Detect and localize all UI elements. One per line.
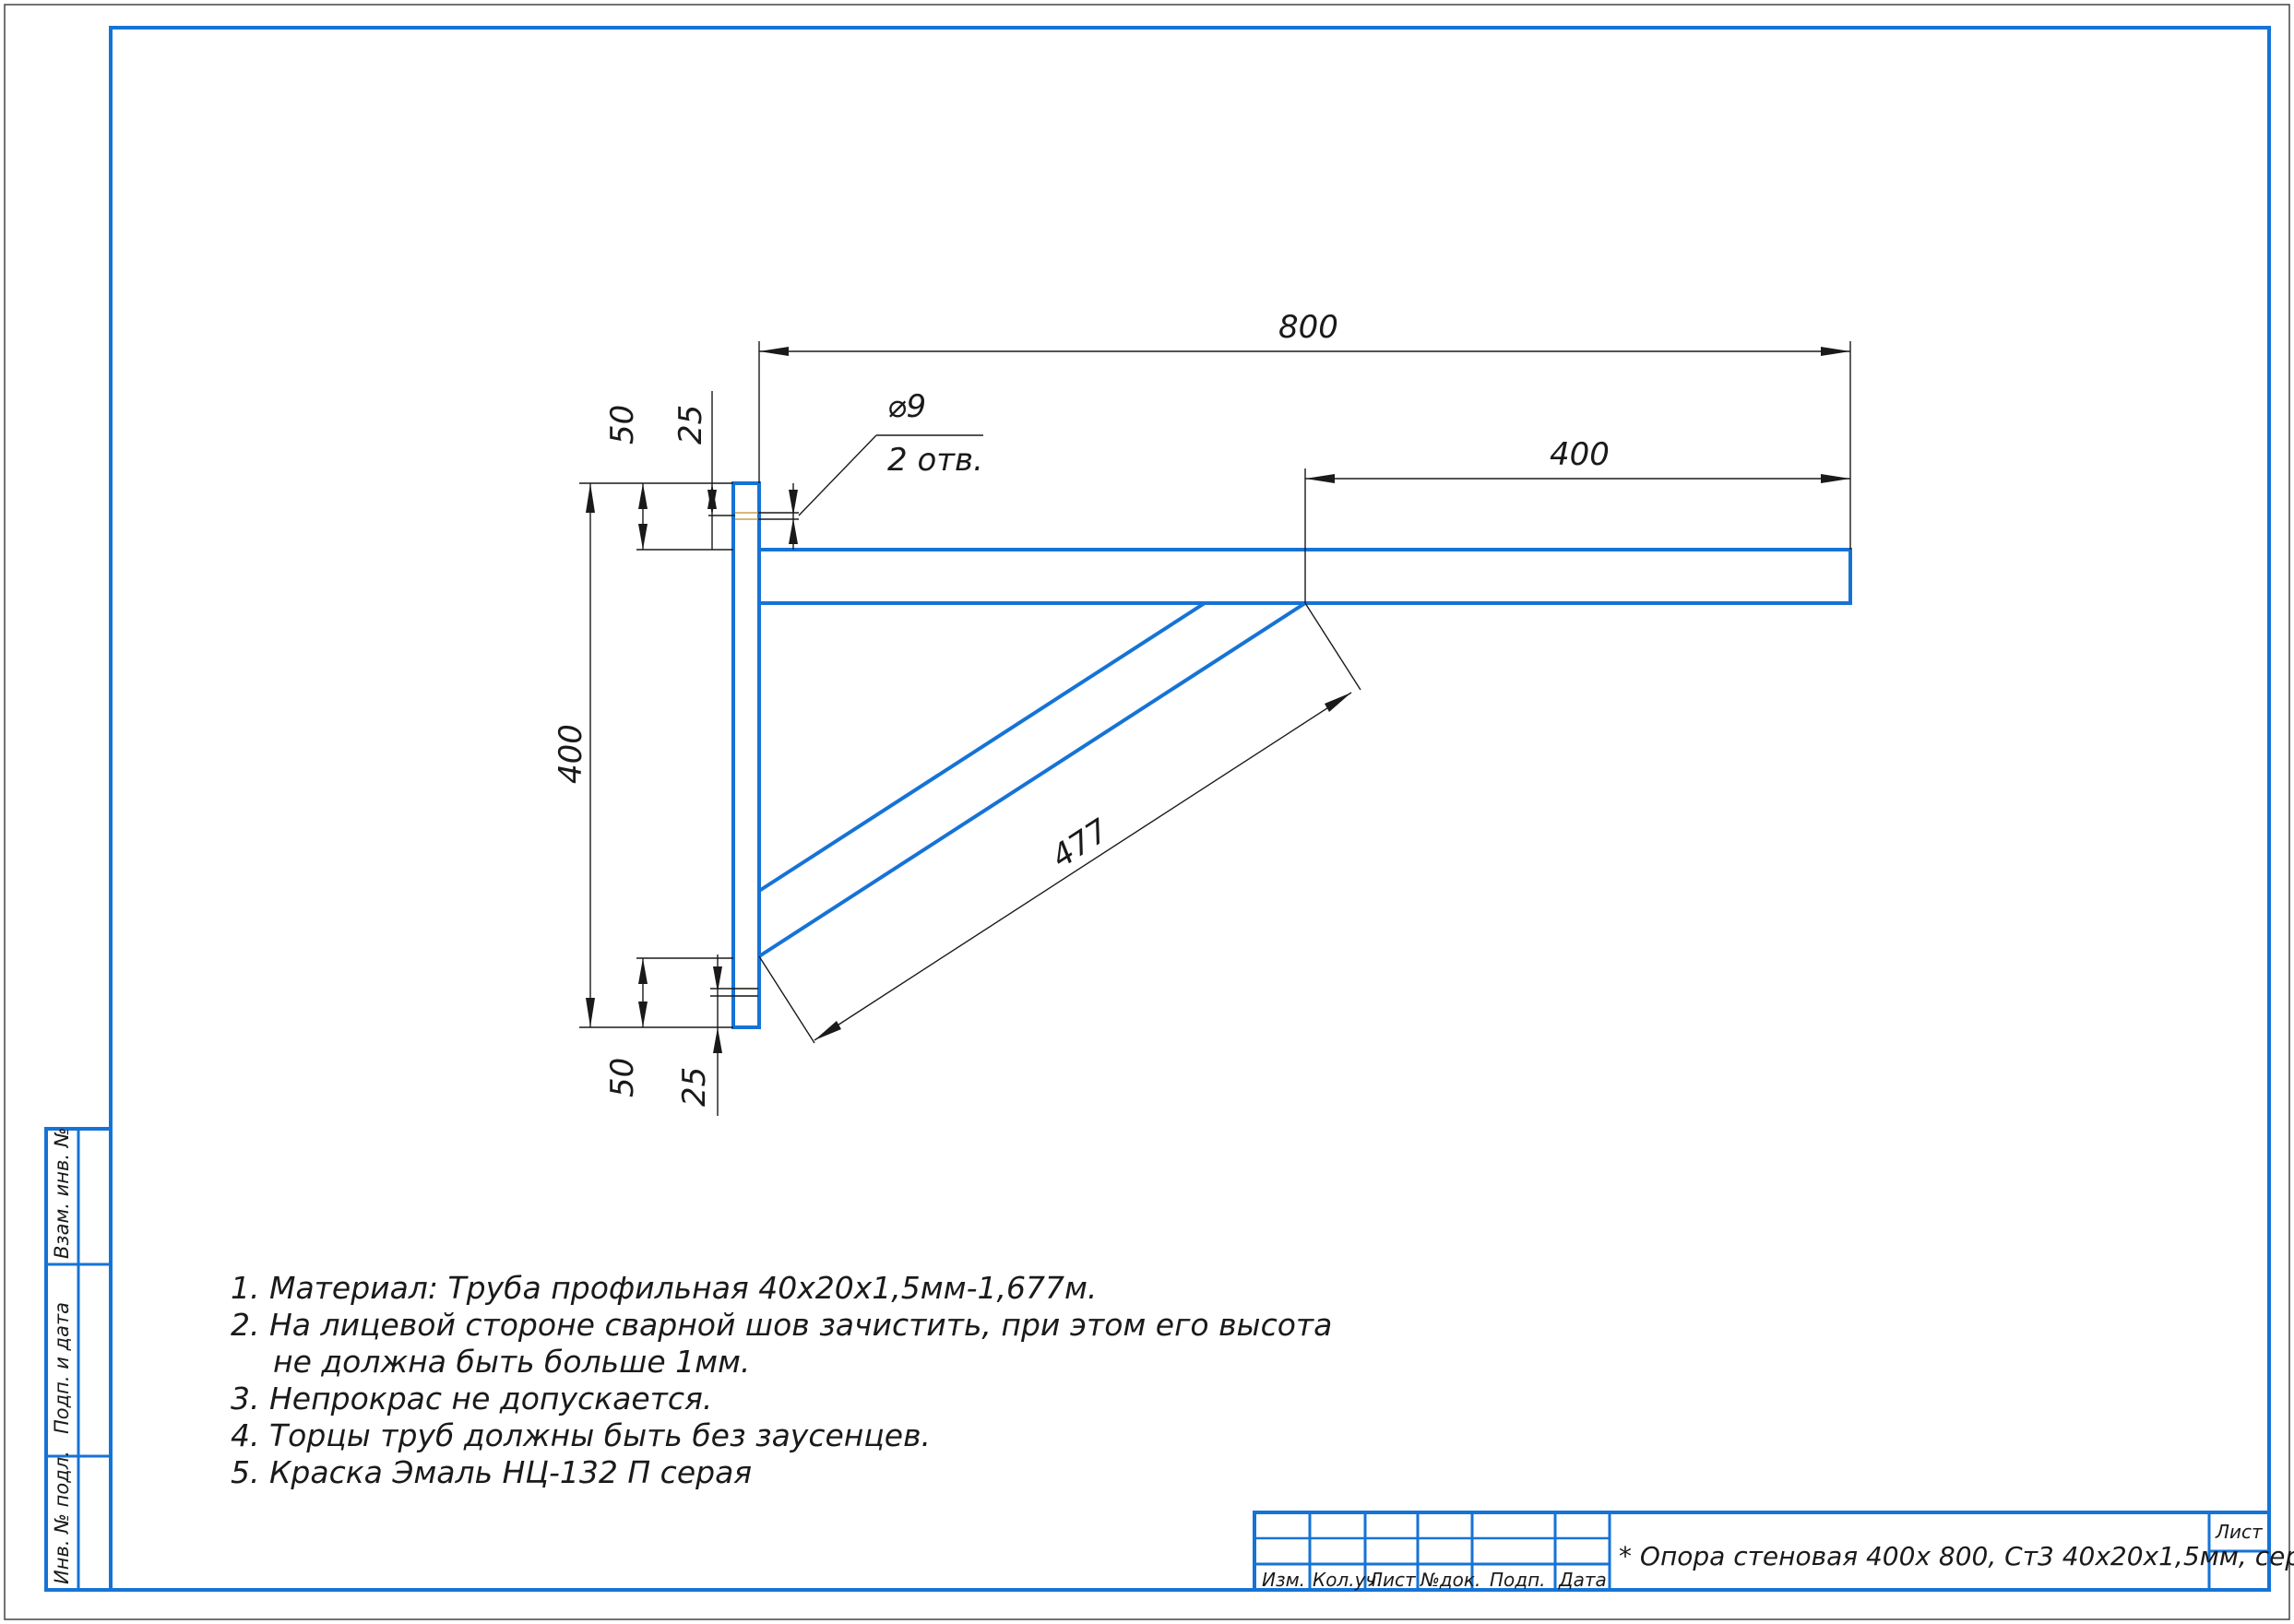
wall-tube xyxy=(731,481,761,1029)
dimension-400-top: 400 xyxy=(1304,436,1850,603)
dimension-bottom-25: 25 xyxy=(676,954,722,1116)
dimension-477: 477 xyxy=(758,602,1361,1044)
drawing-frame xyxy=(109,26,2271,1592)
dim-400-vertical-label: 400 xyxy=(553,724,589,784)
outer-border xyxy=(4,4,2290,1620)
header-izm: Изм. xyxy=(1262,1569,1305,1591)
side-stamp-cell-3: Инв. № подл. xyxy=(51,1451,73,1584)
bracket-part xyxy=(731,481,1852,1029)
note-3: 3. Непрокрас не допускается. xyxy=(231,1381,712,1417)
hole-count-label: 2 отв. xyxy=(887,442,983,479)
technical-notes: 1. Материал: Труба профильная 40х20х1,5м… xyxy=(231,1270,1332,1490)
hole-diameter-label: ⌀9 xyxy=(887,388,926,425)
title-block: Изм. Кол.уч. Лист №док. Подп. Дата * Опо… xyxy=(1253,1511,2294,1592)
dimension-400-vertical: 400 xyxy=(553,482,733,1028)
dimension-bottom-50: 50 xyxy=(604,957,733,1097)
note-2: 2. На лицевой стороне сварной шов зачист… xyxy=(231,1307,1332,1343)
side-stamp-cell-2: Подп. и дата xyxy=(51,1302,73,1434)
note-4: 4. Торцы труб должны быть без заусенцев. xyxy=(231,1417,931,1453)
header-kol-uch: Кол.уч. xyxy=(1313,1569,1383,1591)
dim-bottom-25-label: 25 xyxy=(676,1067,713,1107)
dim-400-top-label: 400 xyxy=(1550,436,1610,473)
header-doc: №док. xyxy=(1420,1569,1480,1591)
dim-top-50-label: 50 xyxy=(604,405,641,445)
dim-top-25-label: 25 xyxy=(672,405,709,445)
header-data: Дата xyxy=(1558,1569,1607,1591)
sheet-label: Лист xyxy=(2215,1521,2264,1543)
side-stamp-cell-1: Взам. инв. № xyxy=(51,1127,73,1259)
dimension-top-50: 50 xyxy=(604,405,733,551)
header-podp: Подп. xyxy=(1490,1569,1546,1591)
drawing-title: * Опора стеновая 400х 800, Ст3 40х20х1,5… xyxy=(1619,1541,2294,1571)
dim-bottom-50-label: 50 xyxy=(604,1058,641,1097)
brace-upper-edge xyxy=(757,601,1206,893)
brace-lower-edge xyxy=(757,601,1307,958)
dimension-800: 800 xyxy=(758,309,1851,550)
dim-800-label: 800 xyxy=(1278,309,1338,346)
header-list: Лист xyxy=(1368,1569,1417,1591)
side-stamp: Взам. инв. № Подп. и дата Инв. № подл. xyxy=(44,1127,113,1592)
dim-477-label: 477 xyxy=(1045,812,1116,875)
note-2-cont: не должна быть больше 1мм. xyxy=(273,1344,750,1380)
note-1: 1. Материал: Труба профильная 40х20х1,5м… xyxy=(231,1270,1097,1306)
dimension-hole-note: ⌀9 2 отв. xyxy=(789,388,983,550)
note-5: 5. Краска Эмаль НЦ-132 П серая xyxy=(231,1454,752,1490)
mounting-holes xyxy=(710,512,799,997)
dimension-top-25: 25 xyxy=(672,391,735,550)
